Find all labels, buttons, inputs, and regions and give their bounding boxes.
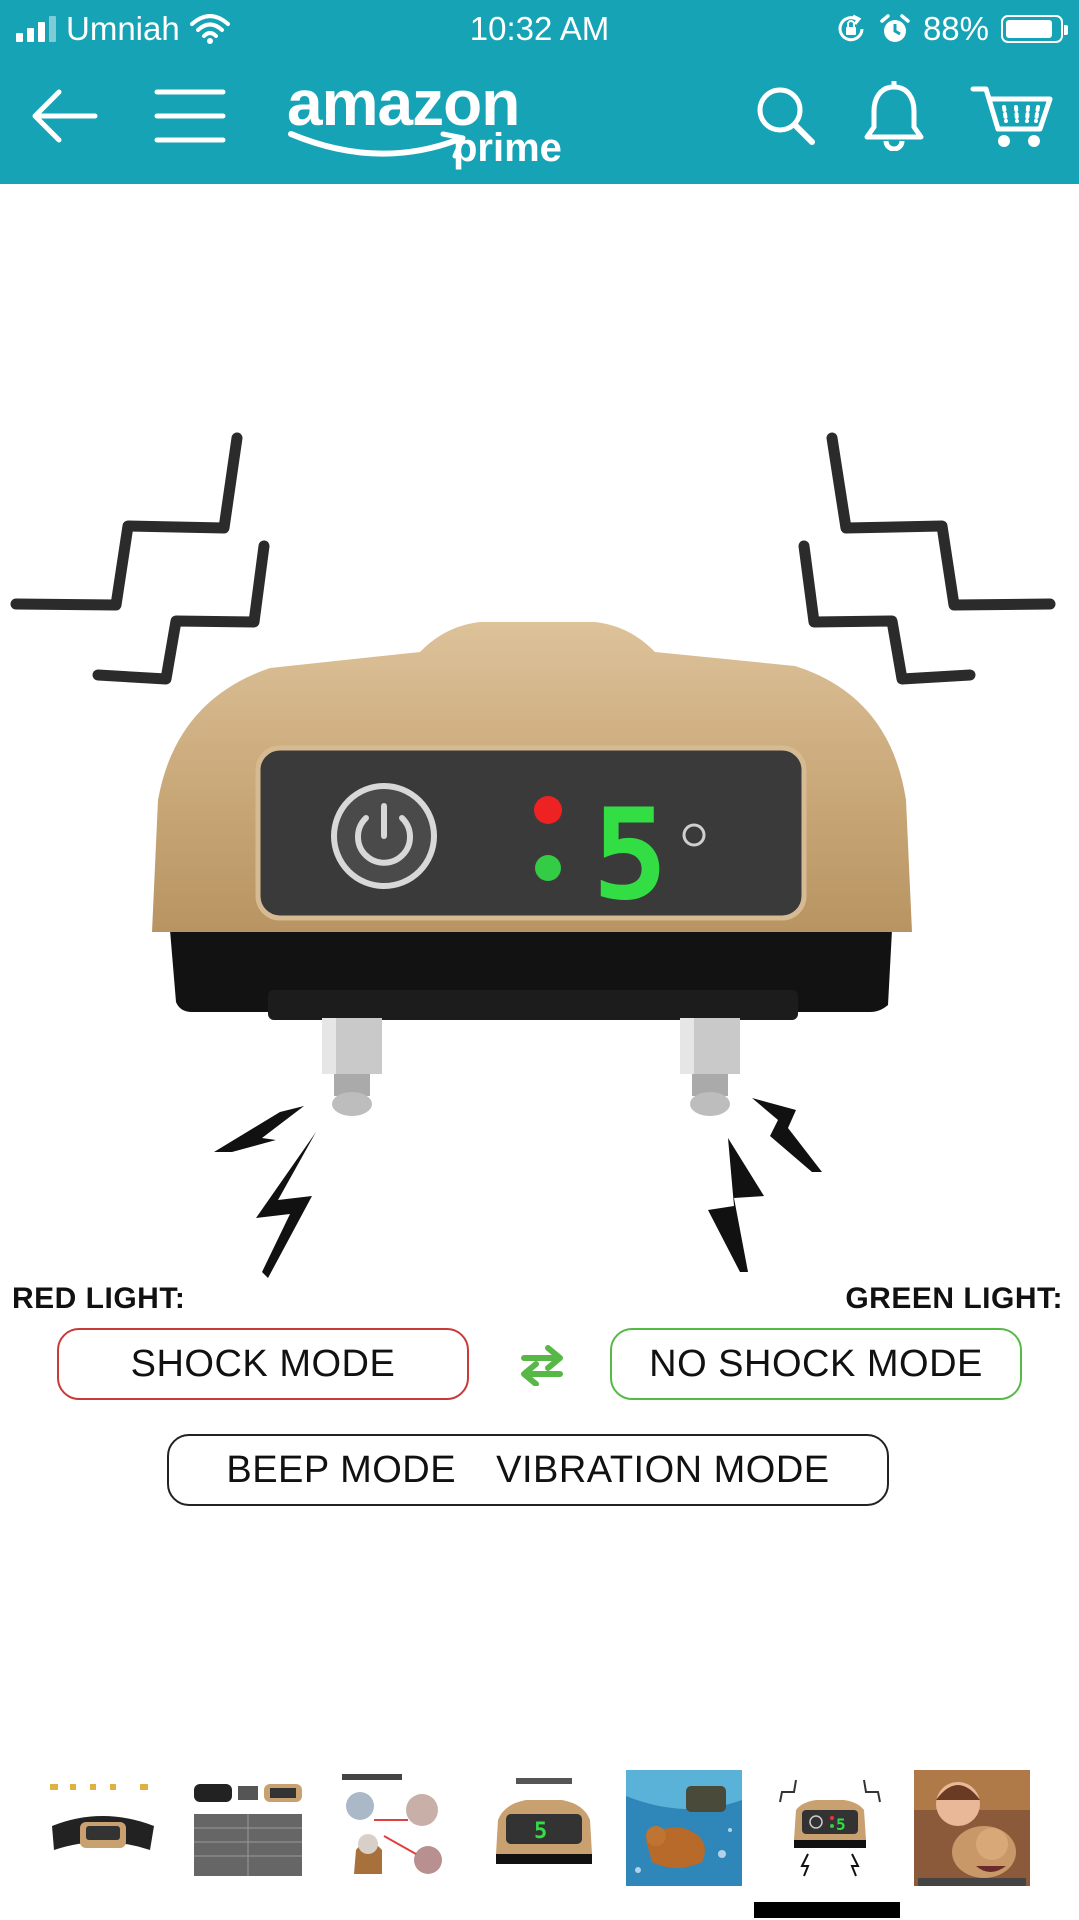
nav-bar: amazon prime	[0, 60, 1079, 184]
app-header: Umniah 10:32 AM 88%	[0, 0, 1079, 184]
probe-left	[322, 1018, 382, 1116]
notifications-button[interactable]	[852, 74, 936, 158]
svg-text:5: 5	[836, 1815, 846, 1834]
probe-right	[680, 1018, 740, 1116]
green-led	[535, 855, 561, 881]
thumbnail-6[interactable]: 5	[772, 1770, 888, 1886]
logo-word: amazon	[287, 67, 520, 139]
comparison-thumbnail-icon	[190, 1770, 306, 1886]
status-time: 10:32 AM	[469, 10, 610, 47]
no-shock-mode-text: NO SHOCK MODE	[649, 1342, 983, 1385]
selected-thumbnail-indicator	[754, 1902, 900, 1918]
thumbnail-3[interactable]	[338, 1770, 454, 1886]
thumbnail-2[interactable]	[190, 1770, 306, 1886]
thumbnail-strip: 5 5	[0, 1770, 1079, 1918]
thumbnail-5[interactable]	[626, 1770, 742, 1886]
status-right: 88%	[835, 10, 1068, 48]
display-digit: 5	[592, 781, 668, 928]
wifi-icon	[189, 14, 230, 44]
thumbnail-1[interactable]	[44, 1770, 160, 1886]
cart-icon	[970, 86, 1053, 147]
no-shock-mode-pill: NO SHOCK MODE	[610, 1328, 1022, 1400]
collar-thumbnail-icon	[44, 1770, 160, 1886]
bark-detection-thumbnail-icon	[338, 1770, 454, 1886]
status-bar: Umniah 10:32 AM 88%	[0, 0, 1079, 58]
collar-illustration: 5	[10, 432, 1056, 1278]
beep-mode-text: BEEP MODE	[226, 1448, 457, 1491]
vibration-left-icon	[10, 432, 270, 685]
beep-vibration-pill: BEEP MODE VIBRATION MODE	[167, 1434, 889, 1506]
vibration-mode-text: VIBRATION MODE	[496, 1448, 830, 1491]
swap-arrows-icon	[521, 1345, 563, 1386]
menu-button[interactable]	[148, 74, 232, 158]
shock-mode-thumbnail-icon: 5	[772, 1770, 888, 1886]
lightning-left-icon	[214, 1106, 316, 1278]
shock-mode-text: SHOCK MODE	[130, 1342, 396, 1385]
search-button[interactable]	[744, 74, 828, 158]
thumbnail-7[interactable]	[914, 1770, 1030, 1886]
search-icon	[757, 87, 815, 145]
back-arrow-icon	[32, 89, 98, 143]
product-image[interactable]: 5 RED LIGHT: GREEN LIGHT: SHOCK MODE	[0, 184, 1079, 1744]
alarm-icon	[880, 14, 910, 42]
back-button[interactable]	[22, 74, 106, 158]
device-closeup-thumbnail-icon: 5	[486, 1770, 602, 1886]
battery-icon	[1001, 15, 1068, 43]
menu-icon	[154, 89, 226, 143]
signal-icon	[16, 16, 56, 42]
sensor-dot	[682, 823, 706, 847]
shock-mode-pill: SHOCK MODE	[57, 1328, 469, 1400]
happy-dog-thumbnail-icon	[914, 1770, 1030, 1886]
logo-prime: prime	[453, 126, 562, 170]
red-led	[534, 796, 562, 824]
vibration-right-icon	[798, 432, 1056, 685]
thumbnail-4[interactable]: 5	[486, 1770, 602, 1886]
svg-text:5: 5	[534, 1819, 547, 1844]
green-light-label: GREEN LIGHT:	[845, 1282, 1063, 1315]
bell-icon	[864, 81, 924, 151]
lightning-right-icon	[708, 1098, 822, 1272]
carrier-name: Umniah	[66, 10, 180, 47]
cart-button[interactable]	[968, 74, 1056, 158]
status-left: Umniah	[16, 10, 230, 48]
amazon-prime-logo[interactable]: amazon prime	[285, 67, 575, 174]
logo-smile-icon	[288, 131, 466, 159]
red-light-label: RED LIGHT:	[12, 1282, 186, 1315]
battery-percent: 88%	[922, 10, 989, 47]
orientation-lock-icon	[838, 14, 864, 42]
power-button-icon	[331, 783, 437, 889]
waterproof-dog-thumbnail-icon	[626, 1770, 742, 1886]
